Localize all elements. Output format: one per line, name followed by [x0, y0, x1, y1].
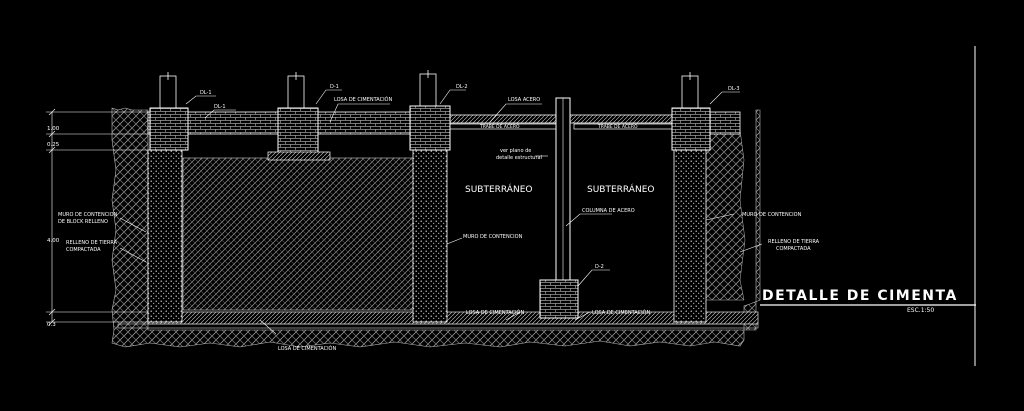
- label-detalle-estructural: detalle estructural: [496, 155, 542, 161]
- dim-4: 0.3: [47, 322, 56, 328]
- soil-right-fill: [703, 129, 746, 301]
- label-muro-block-1: MURO DE CONTENCION: [58, 212, 118, 218]
- footing-d1-base: [267, 151, 331, 161]
- foundation-slab-base: [147, 311, 759, 325]
- label-dl1-beam: DL-1: [214, 104, 226, 110]
- column-stubs: [159, 70, 699, 109]
- footing-dl3: [671, 107, 711, 151]
- label-ver-plano: ver plano de: [500, 148, 531, 154]
- label-losa-acero: LOSA ACERO: [508, 97, 540, 103]
- label-losa-cimentacion-right: LOSA DE CIMENTACIÓN: [592, 309, 650, 316]
- dim-1: 1.00: [47, 126, 60, 132]
- label-subterraneo-left: SUBTERRÁNEO: [465, 183, 532, 195]
- drawing-title: DETALLE DE CIMENTA: [762, 288, 958, 304]
- label-trabe-1: TRABE DE ACERO: [479, 124, 520, 130]
- label-subterraneo-right: SUBTERRÁNEO: [587, 183, 654, 195]
- dim-2: 0.25: [47, 142, 60, 148]
- label-muro-mid: MURO DE CONTENCION: [463, 234, 523, 240]
- footing-dl1: [149, 107, 189, 151]
- drawing-scale: ESC.1:50: [907, 307, 934, 314]
- label-muro-right: MURO DE CONTENCION: [742, 212, 802, 218]
- footing-d1: [277, 107, 319, 157]
- label-relleno-left-2: COMPACTADA: [66, 247, 101, 253]
- retaining-wall-left: [147, 149, 183, 323]
- label-relleno-left-1: RELLENO DE TIERRA: [66, 240, 118, 246]
- label-losa-cimentacion-bottom: LOSA DE CIMENTACIÓN: [278, 345, 336, 352]
- label-columna-acero: COLUMNA DE ACERO: [582, 208, 635, 214]
- leader-lines: [119, 89, 763, 335]
- left-fill-mass: [182, 157, 416, 311]
- footing-dl2: [409, 105, 451, 151]
- label-dl3: DL-3: [728, 86, 740, 92]
- dim-3: 4.00: [47, 238, 60, 244]
- label-losa-cimentacion-mid: LOSA DE CIMENTACIÓN: [466, 309, 524, 316]
- soil-fill: [111, 107, 761, 348]
- label-dl2: DL-2: [456, 84, 468, 90]
- retaining-wall-right: [673, 149, 707, 323]
- label-losa-cimentacion-top: LOSA DE CIMENTACIÓN: [334, 96, 392, 103]
- retaining-wall-mid: [412, 149, 448, 323]
- footing-d2: [539, 279, 579, 319]
- label-muro-block-2: DE BLOCK RELLENO: [58, 219, 108, 225]
- label-relleno-right-2: COMPACTADA: [776, 246, 811, 252]
- label-d2: D-2: [595, 264, 604, 270]
- label-trabe-2: TRABE DE ACERO: [597, 124, 638, 130]
- subfloor-line: [117, 323, 759, 329]
- label-relleno-right-1: RELLENO DE TIERRA: [768, 239, 820, 245]
- dimension-lines: [46, 108, 148, 326]
- label-d1: D-1: [330, 84, 339, 90]
- label-dl1: DL-1: [200, 90, 212, 96]
